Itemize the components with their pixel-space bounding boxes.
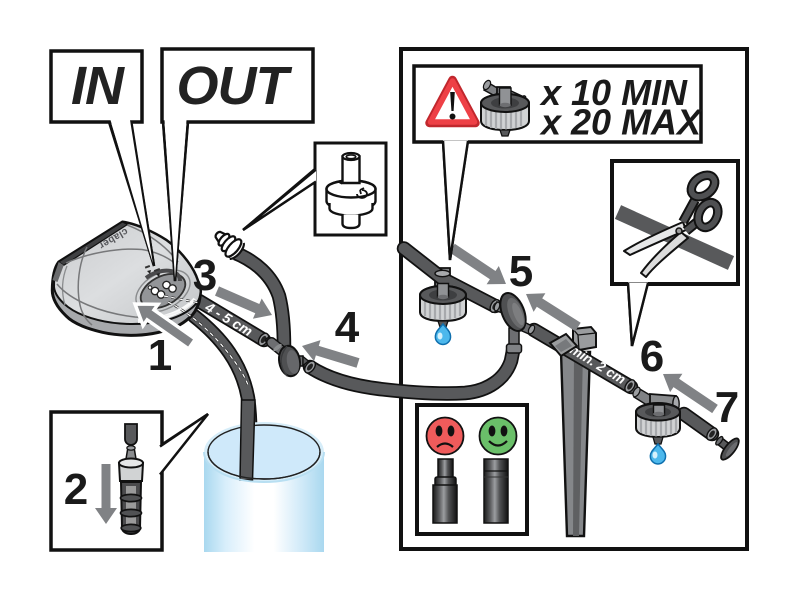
- svg-text:5: 5: [509, 247, 533, 296]
- svg-text:IN: IN: [71, 56, 125, 116]
- svg-text:1: 1: [148, 331, 172, 380]
- svg-text:OUT: OUT: [177, 56, 293, 116]
- svg-text:6: 6: [640, 332, 664, 381]
- svg-text:x 20 MAX: x 20 MAX: [539, 102, 703, 143]
- svg-text:4: 4: [335, 303, 360, 352]
- svg-text:7: 7: [715, 383, 739, 432]
- svg-text:3: 3: [193, 251, 217, 300]
- svg-text:2: 2: [64, 465, 88, 514]
- svg-text:x 10 MIN: x 10 MIN: [539, 72, 688, 113]
